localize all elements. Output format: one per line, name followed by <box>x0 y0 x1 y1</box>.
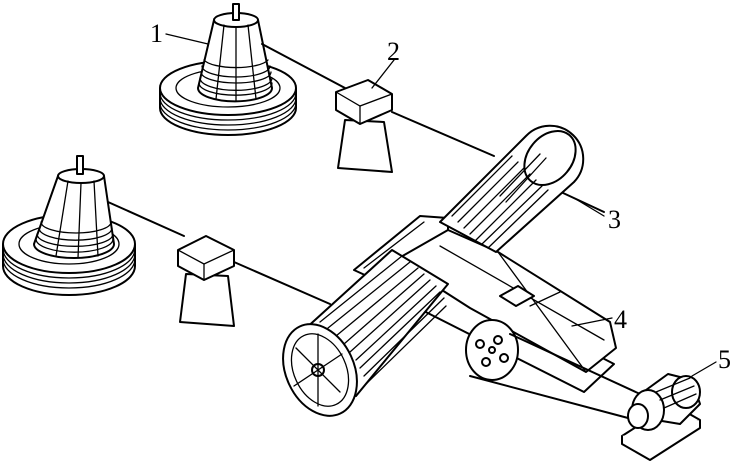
pulley-disc <box>465 319 519 381</box>
front-cylinder <box>282 249 449 417</box>
label-4: 4 <box>614 305 627 334</box>
rear-cylinder <box>439 124 585 253</box>
spool-upper <box>159 3 297 136</box>
spool-lower <box>2 155 136 296</box>
label-5: 5 <box>718 345 731 374</box>
label-2: 2 <box>387 37 400 66</box>
label-1: 1 <box>150 19 163 48</box>
leader-lines <box>165 33 717 377</box>
motor <box>621 373 701 461</box>
yarn-guide-lower <box>177 235 235 327</box>
drive-belt <box>469 333 641 419</box>
yarn-guide-upper <box>335 79 393 173</box>
label-3: 3 <box>608 205 621 234</box>
